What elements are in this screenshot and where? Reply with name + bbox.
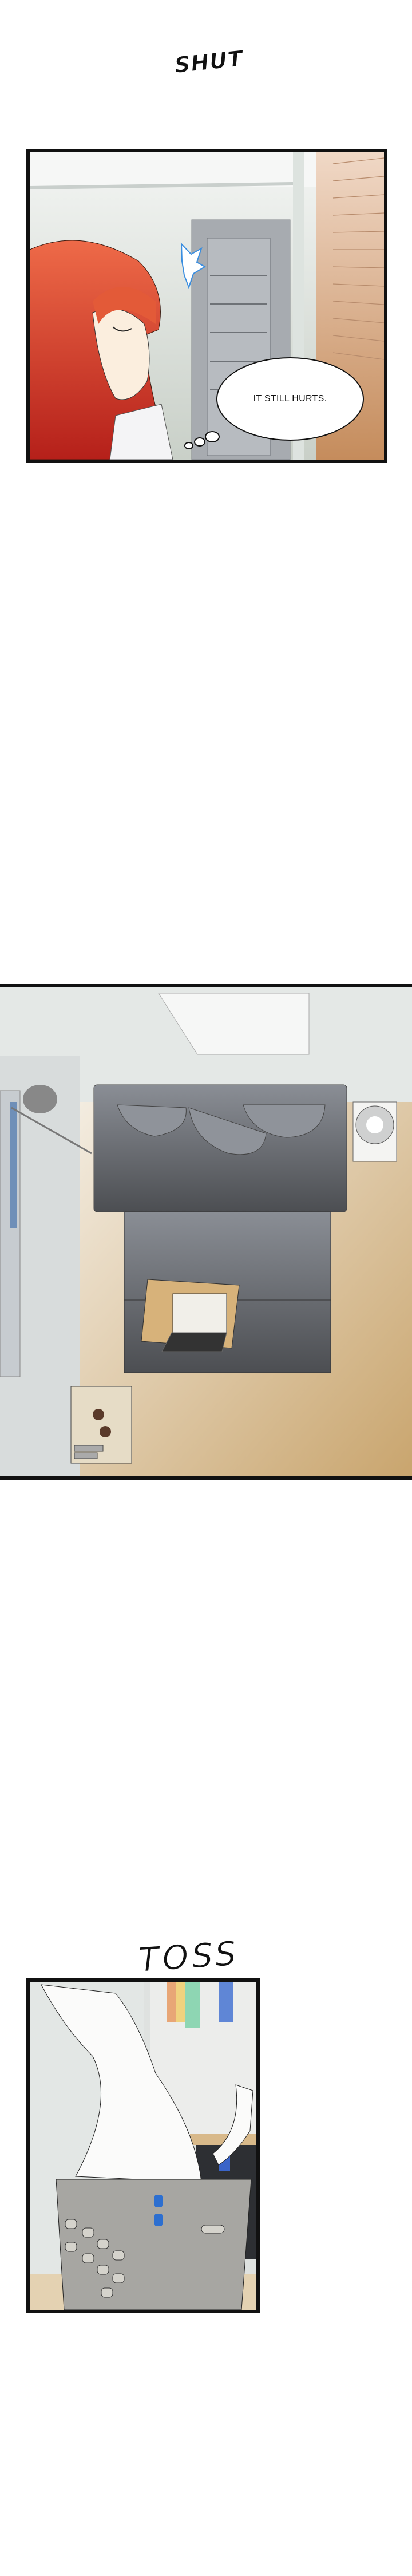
laundry-basket — [56, 2179, 252, 2310]
panel-2-living-room-overhead — [0, 984, 412, 1480]
thought-puff — [205, 431, 220, 442]
ceiling — [30, 152, 316, 187]
floor-lamp — [23, 1085, 57, 1113]
panel-1-hallway: IT STILL HURTS. — [26, 149, 387, 463]
sfx-toss: TOSS — [137, 1933, 241, 1980]
ceiling-light — [158, 993, 310, 1055]
panel-3-laundry-basket — [26, 1978, 260, 2313]
thought-puff — [194, 437, 205, 447]
side-table — [70, 1386, 132, 1464]
laundry-illustration — [30, 1982, 256, 2310]
hallway-illustration — [30, 152, 384, 460]
thought-puff — [184, 442, 193, 449]
thought-bubble: IT STILL HURTS. — [216, 357, 364, 441]
living-room-illustration — [0, 987, 412, 1476]
thought-text: IT STILL HURTS. — [253, 394, 327, 404]
sfx-shut: SHUT — [173, 45, 245, 78]
laptop — [172, 1293, 227, 1333]
impact-burst-icon — [180, 242, 206, 289]
